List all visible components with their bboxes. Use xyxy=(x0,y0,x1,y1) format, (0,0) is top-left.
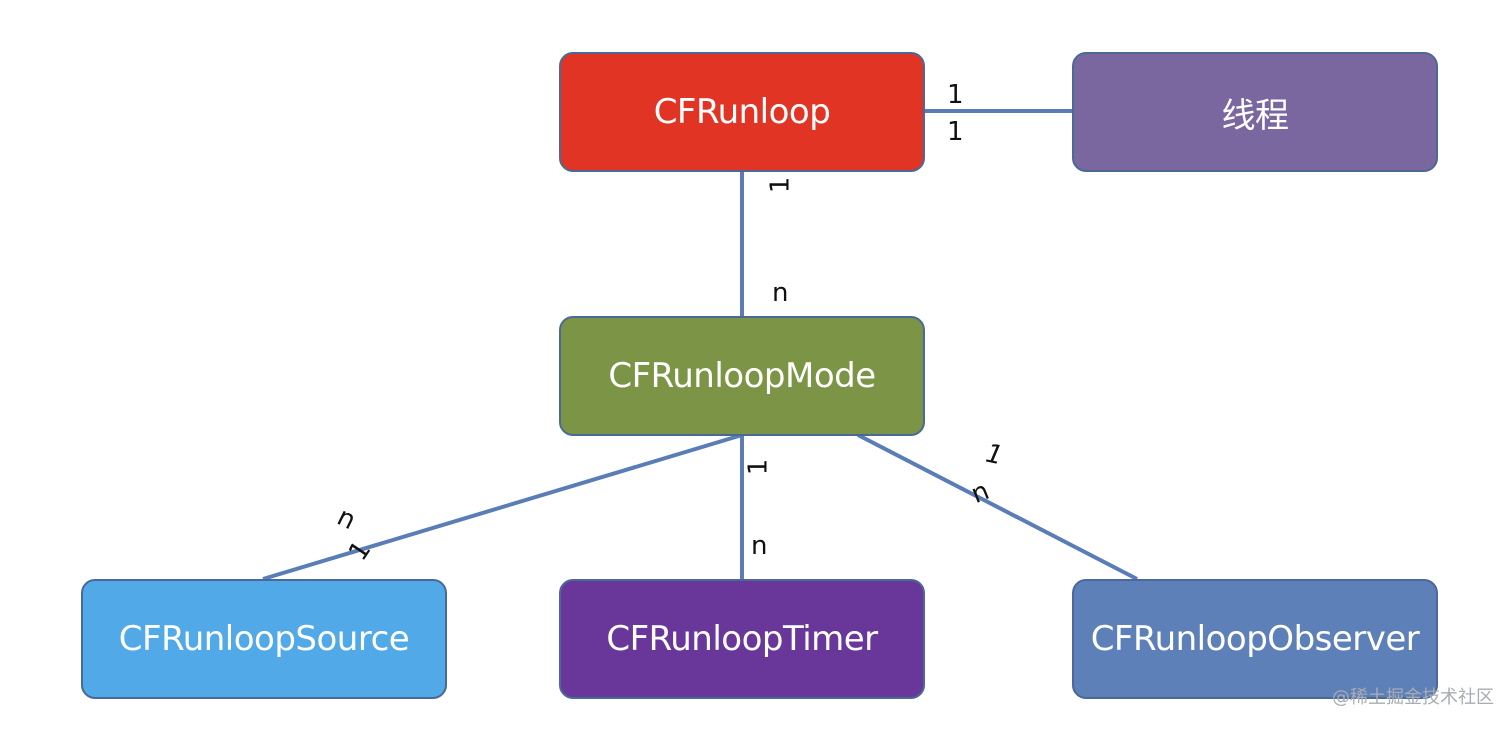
cfrunloopmode-node: CFRunloopMode xyxy=(559,316,925,436)
edge-runloop-thread-label-to: 1 xyxy=(947,117,964,147)
edge-mode-timer-label-from: 1 xyxy=(743,458,774,476)
edge-runloop-mode-label-from: 1 xyxy=(765,176,796,194)
cfrunloop-node: CFRunloop xyxy=(559,52,925,172)
edge-runloop-mode-label-to: n xyxy=(772,278,789,308)
cfrunloopobserver-node: CFRunloopObserver xyxy=(1072,579,1438,699)
edge-mode-source xyxy=(262,433,743,581)
edge-runloop-thread-label-from: 1 xyxy=(947,80,964,110)
watermark: @稀土掘金技术社区 xyxy=(1332,687,1494,708)
thread-node: 线程 xyxy=(1072,52,1438,172)
edge-mode-observer xyxy=(857,433,1138,581)
edge-mode-timer-label-to: n xyxy=(751,531,768,561)
cfrunlooptimer-node: CFRunloopTimer xyxy=(559,579,925,699)
cfrunloopsource-node: CFRunloopSource xyxy=(81,579,447,699)
